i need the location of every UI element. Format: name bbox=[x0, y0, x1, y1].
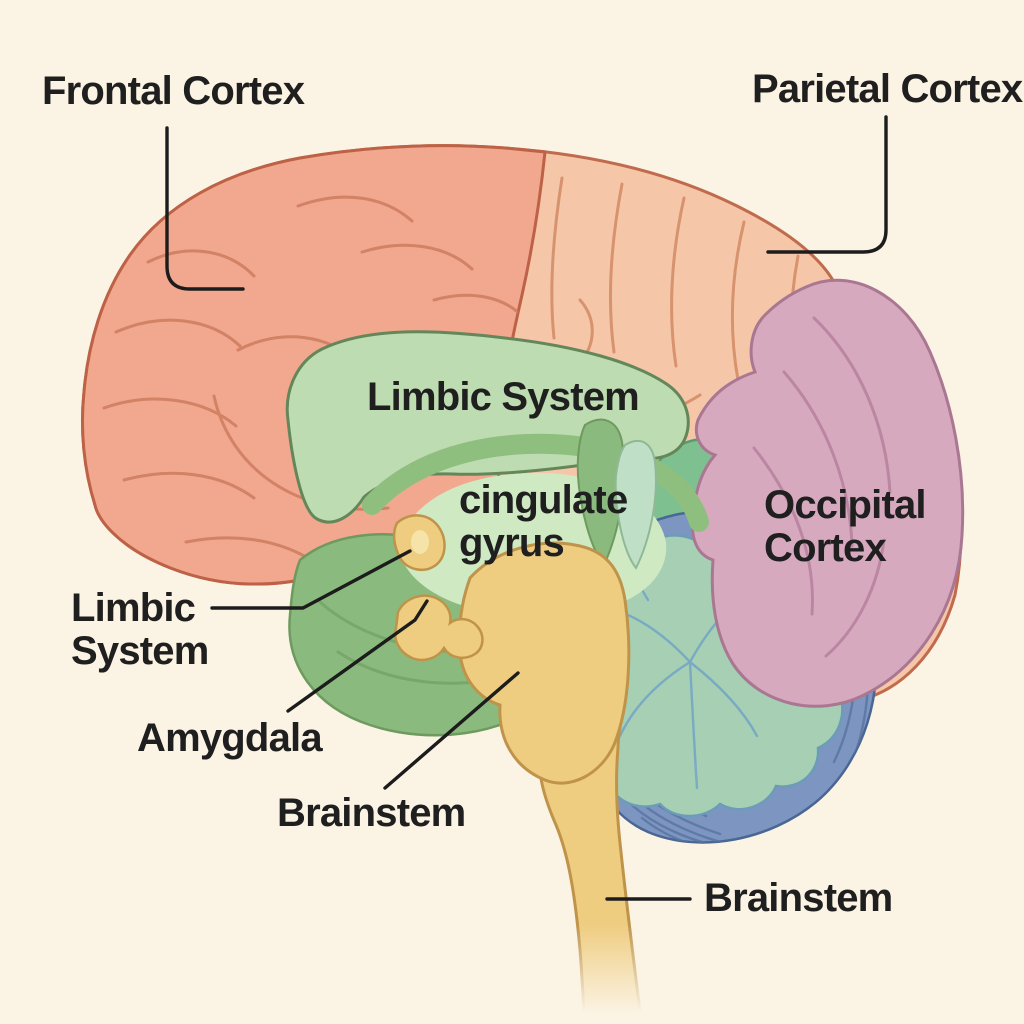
limbic-system-left-label-line1: Limbic bbox=[71, 586, 196, 630]
brainstem-region bbox=[458, 541, 631, 785]
amygdala-label: Amygdala bbox=[137, 716, 323, 760]
frontal-gyri-folds bbox=[102, 195, 526, 559]
cingulate-gyrus-label-line2: gyrus bbox=[459, 521, 564, 565]
frontal-cortex-label: Frontal Cortex bbox=[42, 69, 305, 113]
limbic-system-center-label: Limbic System bbox=[367, 375, 639, 419]
brainstem-left-leader-line bbox=[383, 671, 520, 790]
brainstem-right-label: Brainstem bbox=[704, 876, 892, 920]
amygdala-highlight bbox=[411, 530, 429, 554]
parietal-cortex-leader-line bbox=[766, 115, 888, 254]
limbic-system-region bbox=[285, 330, 690, 524]
brainstem-left-label: Brainstem bbox=[277, 791, 465, 835]
limbic-system-leader-line bbox=[210, 549, 412, 610]
occipital-gyri-folds bbox=[752, 316, 892, 658]
parietal-cortex-label: Parietal Cortex bbox=[752, 67, 1023, 111]
cingulate-band bbox=[362, 433, 709, 532]
spinal-cord bbox=[537, 726, 642, 1014]
cingulate-gyrus-label-line1: cingulate bbox=[459, 478, 627, 522]
amygdala-region bbox=[392, 514, 484, 662]
amygdala-leader-line bbox=[286, 599, 429, 713]
occipital-cortex-region bbox=[690, 278, 965, 708]
frontal-cortex-leader-line bbox=[165, 126, 245, 291]
limbic-system-left-label-line2: System bbox=[71, 629, 209, 673]
limbic-stem-leaf-pale bbox=[614, 440, 657, 570]
occipital-cortex-label-line2: Cortex bbox=[764, 526, 886, 570]
occipital-cortex-label-line1: Occipital bbox=[764, 483, 926, 527]
